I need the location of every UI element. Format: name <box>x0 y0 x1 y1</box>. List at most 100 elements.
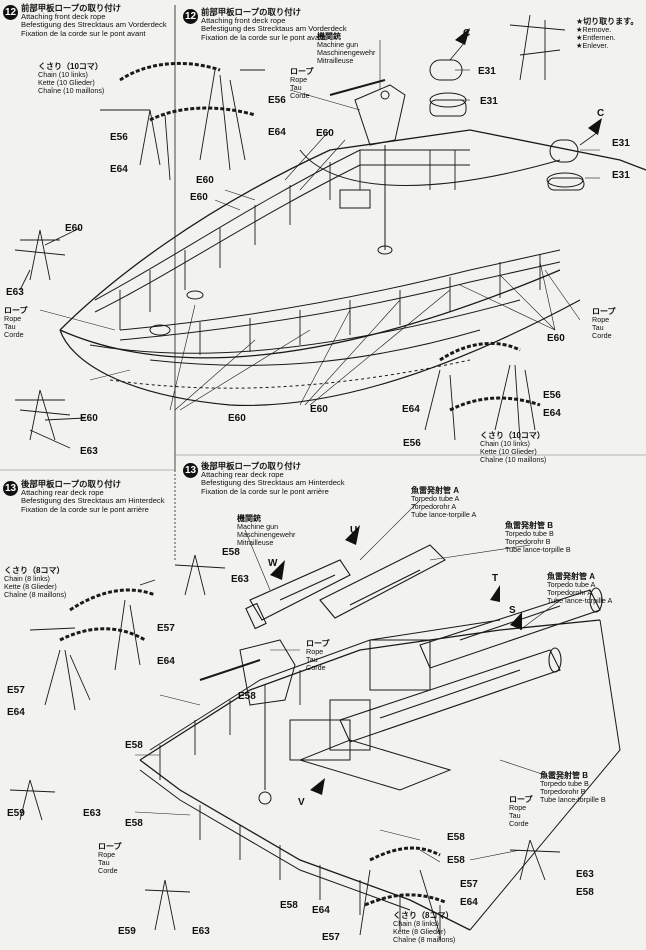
mg-label-12: 機関銃 Machine gun Maschinengewehr Mitraill… <box>317 33 375 65</box>
part-e58: E58 <box>576 887 594 898</box>
torpB-de: Torpedorohr B <box>505 537 551 546</box>
rope-jp: ロープ <box>290 67 314 76</box>
rope-jp-l: ロープ <box>4 306 28 315</box>
part-e57: E57 <box>7 685 25 696</box>
mg-jp: 機関銃 <box>317 32 341 41</box>
mg13-jp: 機関銃 <box>237 514 261 523</box>
rope-de-l: Tau <box>4 322 16 331</box>
insert-arrows-12 <box>455 28 602 135</box>
step-13-badge: 13 <box>183 463 198 478</box>
part-c: C <box>463 28 471 39</box>
part-e64: E64 <box>157 656 175 667</box>
part-E31-top <box>429 59 585 191</box>
mg-fr: Mitrailleuse <box>317 56 354 65</box>
chain13-fr-b: Chaîne (8 maillons) <box>393 935 456 944</box>
part-s: S <box>509 605 516 616</box>
torpB-en: Torpedo tube B <box>505 529 554 538</box>
chain-assembly-12b <box>424 341 541 441</box>
part-e58: E58 <box>125 818 143 829</box>
step-13-title-en: Attaching rear deck rope <box>21 487 104 497</box>
step-13-header-left: 後部甲板ロープの取り付け Attaching rear deck rope Be… <box>21 480 165 514</box>
rope13-en-c: Rope <box>98 850 116 859</box>
part-e58: E58 <box>447 832 465 843</box>
rope-de-r: Tau <box>592 323 604 332</box>
rope-de: Tau <box>290 83 302 92</box>
chain-de: Kette (10 Glieder) <box>38 78 95 87</box>
torpA-fr-2: Tube lance-torpille A <box>547 596 613 605</box>
step-13-title-fr-2: Fixation de la corde sur le pont arrière <box>201 486 329 496</box>
torpA-fr: Tube lance-torpille A <box>411 510 477 519</box>
rope13-jp-b: ロープ <box>509 795 533 804</box>
part-e57: E57 <box>460 879 478 890</box>
chain13-en-b: Chain (8 links) <box>393 919 439 928</box>
torpedo-a-label: 魚雷発射管 A Torpedo tube A Torpedorohr A Tub… <box>411 487 476 519</box>
rope-label-13a: ロープ Rope Tau Corde <box>306 640 330 672</box>
rope13-en-b: Rope <box>509 803 527 812</box>
part-e64: E64 <box>268 127 286 138</box>
part-e60: E60 <box>228 413 246 424</box>
step-12-title-de: Befestigung des Strecktaus am Vorderdeck <box>21 20 167 30</box>
step-12-title-de-2: Befestigung des Strecktaus am Vorderdeck <box>201 24 347 34</box>
chain-label-12b: くさり（10コマ） Chain (10 links) Kette (10 Gli… <box>480 432 546 464</box>
part-e56: E56 <box>268 95 286 106</box>
part-e58: E58 <box>280 900 298 911</box>
part-e63: E63 <box>6 287 24 298</box>
rope13-de: Tau <box>306 655 318 664</box>
torpA-de: Torpedorohr A <box>411 502 457 511</box>
step-12-header-left: 前部甲板ロープの取り付け Attaching front deck rope B… <box>21 4 167 38</box>
part-e64: E64 <box>312 905 330 916</box>
remove-de: ★Entfernen. <box>576 33 616 42</box>
part-e56: E56 <box>403 438 421 449</box>
front-hull <box>59 79 646 407</box>
mg-en: Machine gun <box>317 40 359 49</box>
torpB-jp: 魚雷発射管 B <box>505 521 553 530</box>
torpedo-b-label-2: 魚雷発射管 B Torpedo tube B Torpedorohr B Tub… <box>540 772 606 804</box>
chain-en-b: Chain (10 links) <box>480 439 530 448</box>
step-13-title-en-2: Attaching rear deck rope <box>201 469 284 479</box>
part-e57: E57 <box>322 932 340 943</box>
part-e58: E58 <box>222 547 240 558</box>
chain-fr-b: Chaîne (10 maillons) <box>480 455 547 464</box>
chain13-jp-b: くさり（8コマ） <box>393 911 454 920</box>
part-e59: E59 <box>118 926 136 937</box>
rope-jp-r: ロープ <box>592 307 616 316</box>
step-13-title-de-2: Befestigung des Strecktaus am Hinterdeck <box>201 478 345 488</box>
rope-en-r: Rope <box>592 315 610 324</box>
chain-label-12: くさり（10コマ） Chain (10 links) Kette (10 Gli… <box>38 63 104 95</box>
part-e63: E63 <box>192 926 210 937</box>
torpB-fr: Tube lance-torpille B <box>505 545 571 554</box>
part-e64: E64 <box>7 707 25 718</box>
torpedo-a-label-2: 魚雷発射管 A Torpedo tube A Torpedorohr A Tub… <box>547 573 612 605</box>
rope-fr: Corde <box>290 91 310 100</box>
part-e58: E58 <box>238 691 256 702</box>
part-v: V <box>298 797 305 808</box>
step-12-badge: 12 <box>183 9 198 24</box>
part-e57: E57 <box>157 623 175 634</box>
rope-label-13c: ロープ Rope Tau Corde <box>98 843 122 875</box>
torpB-fr-2: Tube lance-torpille B <box>540 795 606 804</box>
chain13-jp: くさり（8コマ） <box>4 566 65 575</box>
leaders-13 <box>134 499 561 863</box>
part-w: W <box>268 558 278 569</box>
step-12-title-fr-2: Fixation de la corde sur le pont avant <box>201 32 326 42</box>
chain13-en: Chain (8 links) <box>4 574 50 583</box>
chain-label-13: くさり（8コマ） Chain (8 links) Kette (8 Gliede… <box>4 567 66 599</box>
step-13-title-jp-2: 後部甲板ロープの取り付け <box>201 461 301 471</box>
rope13-de-b: Tau <box>509 811 521 820</box>
torpA-jp: 魚雷発射管 A <box>411 486 459 495</box>
rope-label-top: ロープ Rope Tau Corde <box>290 68 314 100</box>
torpedo-tubes <box>245 544 603 743</box>
torpA-jp-2: 魚雷発射管 A <box>547 572 595 581</box>
mg-de: Maschinengewehr <box>317 48 376 57</box>
rope13-fr: Corde <box>306 663 326 672</box>
part-e56: E56 <box>543 390 561 401</box>
remove-fr: ★Enlever. <box>576 41 609 50</box>
rope-fr-r: Corde <box>592 331 612 340</box>
remove-note: ★切り取ります。 ★Remove. ★Entfernen. ★Enlever. <box>576 18 638 50</box>
rope13-jp-c: ロープ <box>98 842 122 851</box>
chain-assembly-12 <box>100 62 265 181</box>
part-e64: E64 <box>402 404 420 415</box>
part-e63: E63 <box>231 574 249 585</box>
part-e31: E31 <box>478 66 496 77</box>
